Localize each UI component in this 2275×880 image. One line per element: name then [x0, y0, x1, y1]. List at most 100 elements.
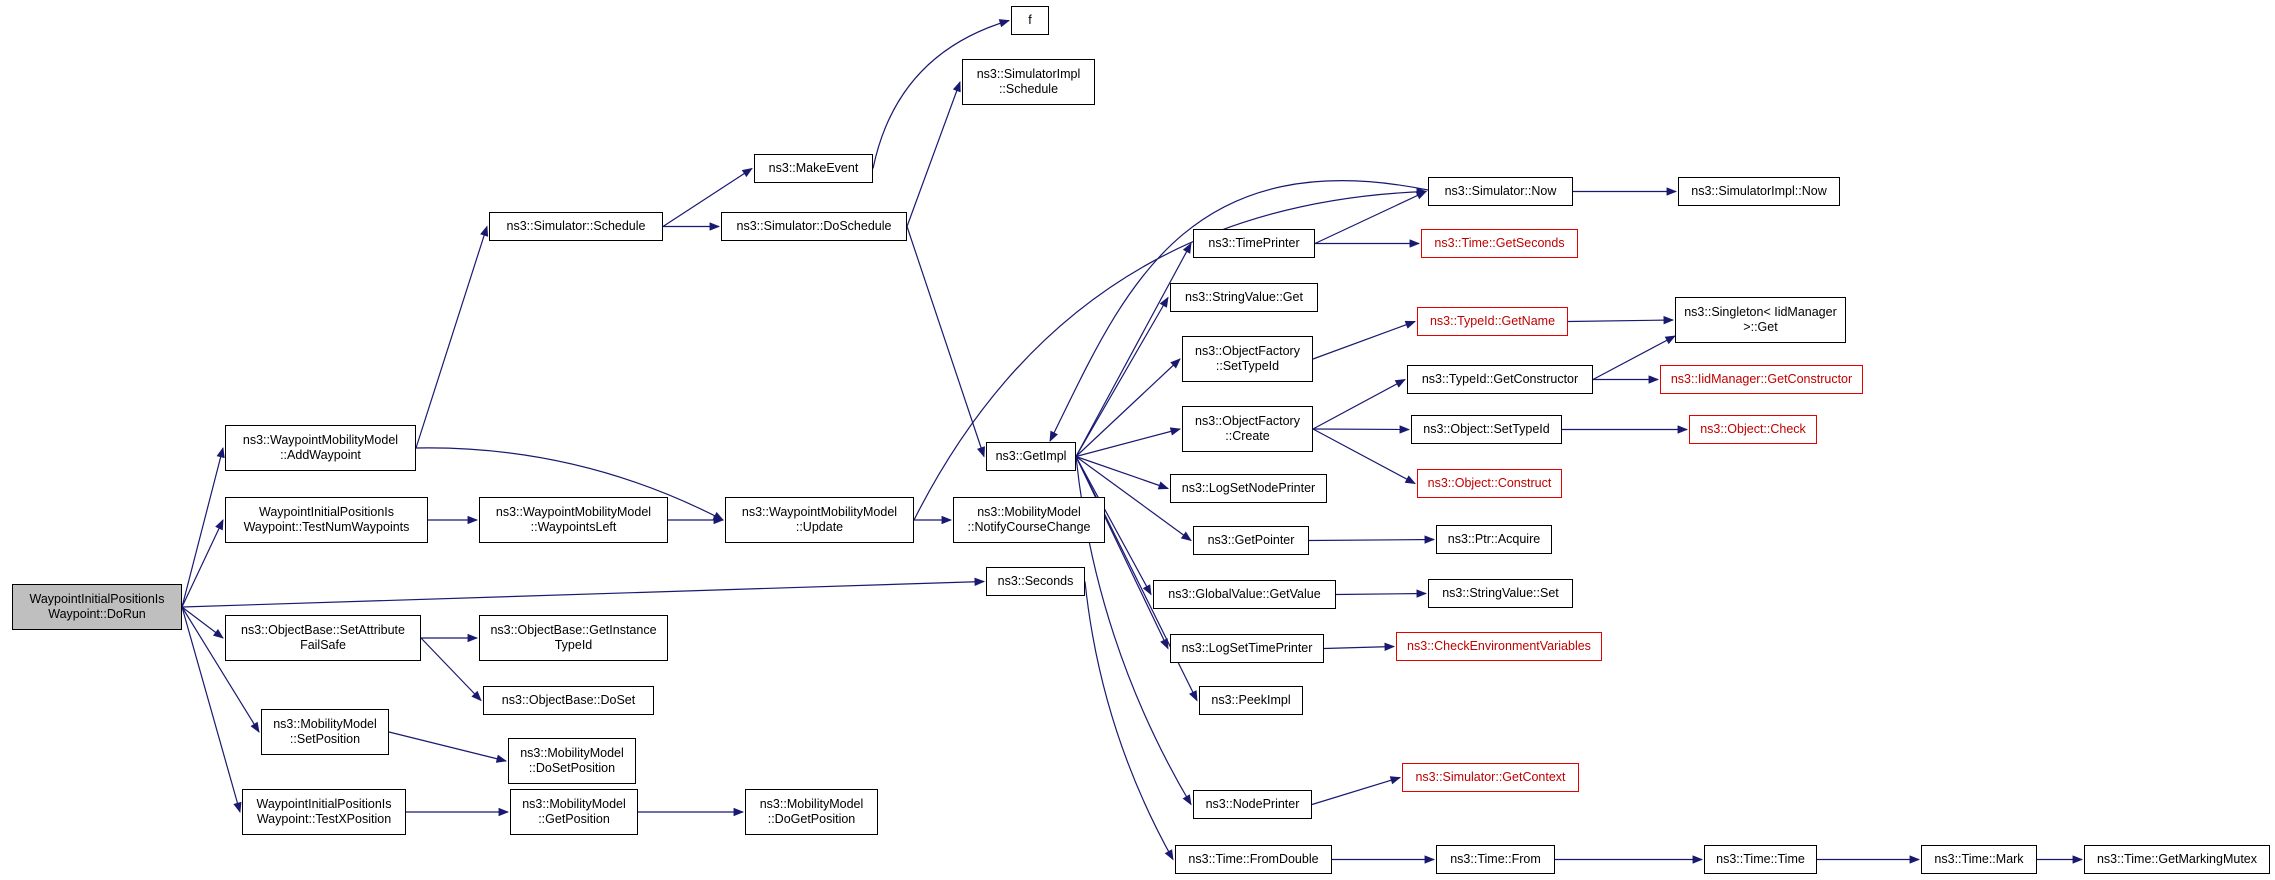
graph-node-time_time[interactable]: ns3::Time::Time [1704, 845, 1817, 874]
graph-node-factory_settypeid[interactable]: ns3::ObjectFactory::SetTypeId [1182, 336, 1313, 382]
graph-node-getimpl[interactable]: ns3::GetImpl [986, 442, 1076, 471]
graph-node-object_settypeid[interactable]: ns3::Object::SetTypeId [1411, 415, 1562, 444]
node-label: ::SetTypeId [1215, 359, 1280, 373]
graph-node-simimpl_now[interactable]: ns3::SimulatorImpl::Now [1678, 177, 1840, 206]
graph-node-doschedule[interactable]: ns3::Simulator::DoSchedule [721, 212, 907, 241]
graph-node-stringvalue_set[interactable]: ns3::StringValue::Set [1428, 579, 1573, 608]
graph-node-ptr_acquire[interactable]: ns3::Ptr::Acquire [1436, 525, 1552, 554]
call-edge-getimpl-to-stringvalue_get [1075, 296, 1169, 457]
graph-node-nodeprinter[interactable]: ns3::NodePrinter [1193, 790, 1312, 819]
node-label: ns3::MobilityModel [977, 504, 1081, 519]
call-edge-setattributefailsafe-to-doset [420, 637, 482, 702]
call-edge-getimpl-to-globalvalue_getvalue [1075, 456, 1152, 596]
node-label: ::GetPosition [538, 812, 610, 826]
node-label: ns3::TypeId::GetName [1429, 313, 1556, 328]
graph-node-getmarkingmutex[interactable]: ns3::Time::GetMarkingMutex [2084, 845, 2270, 874]
node-label: ns3::ObjectFactory [1195, 343, 1300, 358]
graph-node-getpointer[interactable]: ns3::GetPointer [1193, 526, 1309, 555]
node-label: ns3::Time::GetMarkingMutex [2096, 851, 2257, 866]
node-label: ns3::Seconds [997, 573, 1074, 588]
call-edge-doschedule-to-getimpl [906, 226, 985, 458]
graph-node-object_construct[interactable]: ns3::Object::Construct [1417, 469, 1562, 498]
node-label: ns3::Time::Time [1716, 851, 1805, 866]
call-edge-factory_create-to-object_construct [1312, 428, 1416, 485]
call-edge-factory_create-to-object_settypeid [1312, 425, 1411, 434]
graph-node-dosetposition[interactable]: ns3::MobilityModel::DoSetPosition [508, 738, 636, 784]
graph-node-getposition[interactable]: ns3::MobilityModel::GetPosition [510, 789, 638, 835]
graph-node-makeevent[interactable]: ns3::MakeEvent [754, 154, 873, 183]
graph-node-peekimpl[interactable]: ns3::PeekImpl [1199, 686, 1303, 715]
graph-node-seconds[interactable]: ns3::Seconds [986, 567, 1085, 596]
graph-node-stringvalue_get[interactable]: ns3::StringValue::Get [1170, 283, 1318, 312]
call-edge-factory_settypeid-to-typeid_getname [1312, 320, 1416, 360]
graph-node-logsettimeprinter[interactable]: ns3::LogSetTimePrinter [1170, 634, 1324, 663]
graph-node-addwaypoint[interactable]: ns3::WaypointMobilityModel::AddWaypoint [225, 425, 416, 471]
node-label: ns3::Simulator::GetContext [1415, 769, 1566, 784]
graph-node-time_from[interactable]: ns3::Time::From [1436, 845, 1555, 874]
call-edge-update-to-now [913, 187, 1428, 521]
node-label: ::NotifyCourseChange [967, 520, 1091, 534]
graph-node-update[interactable]: ns3::WaypointMobilityModel::Update [725, 497, 914, 543]
node-label: ns3::Time::FromDouble [1188, 851, 1319, 866]
graph-node-singleton_get[interactable]: ns3::Singleton< IidManager>::Get [1675, 297, 1846, 343]
call-edge-dorun-to-setposition [181, 606, 260, 733]
node-label: ns3::SimulatorImpl::Now [1691, 183, 1827, 198]
graph-node-typeid_getconstructor[interactable]: ns3::TypeId::GetConstructor [1407, 365, 1593, 394]
node-label: ns3::Simulator::Schedule [506, 218, 646, 233]
node-label: ns3::ObjectBase::DoSet [501, 692, 636, 707]
call-edge-getimpl-to-factory_settypeid [1075, 358, 1181, 457]
node-label: ::WaypointsLeft [530, 520, 617, 534]
graph-node-typeid_getname[interactable]: ns3::TypeId::GetName [1417, 307, 1568, 336]
graph-node-schedule[interactable]: ns3::Simulator::Schedule [489, 212, 663, 241]
node-label: ::Create [1225, 429, 1270, 443]
call-edge-getimpl-to-timeprinter [1075, 242, 1192, 457]
call-edge-typeid_getconstructor-to-singleton_get [1592, 335, 1676, 381]
node-label: ::Update [795, 520, 844, 534]
graph-node-getcontext[interactable]: ns3::Simulator::GetContext [1402, 763, 1579, 792]
node-label: TypeId [554, 638, 593, 652]
node-label: ns3::GetImpl [995, 448, 1067, 463]
graph-node-fromdouble[interactable]: ns3::Time::FromDouble [1175, 845, 1332, 874]
graph-node-getseconds[interactable]: ns3::Time::GetSeconds [1421, 229, 1578, 258]
graph-node-logsetnodeprinter[interactable]: ns3::LogSetNodePrinter [1170, 474, 1327, 503]
call-edge-doschedule-to-simimpl_schedule [906, 81, 961, 227]
node-label: Waypoint::TestXPosition [256, 812, 392, 826]
node-label: f [1028, 12, 1032, 27]
node-label: WaypointInitialPositionIs [256, 796, 392, 811]
graph-node-now[interactable]: ns3::Simulator::Now [1428, 177, 1573, 206]
call-edge-getimpl-to-factory_create [1075, 427, 1182, 458]
node-label: ns3::WaypointMobilityModel [242, 432, 399, 447]
graph-node-timeprinter[interactable]: ns3::TimePrinter [1193, 229, 1315, 258]
node-label: Waypoint::TestNumWaypoints [243, 520, 410, 534]
graph-node-object_check[interactable]: ns3::Object::Check [1689, 415, 1817, 444]
node-label: ns3::Simulator::Now [1444, 183, 1557, 198]
node-label: ::DoGetPosition [767, 812, 856, 826]
call-edge-getpointer-to-ptr_acquire [1308, 535, 1436, 544]
graph-node-simimpl_schedule[interactable]: ns3::SimulatorImpl::Schedule [962, 59, 1095, 105]
node-label: Waypoint::DoRun [48, 607, 146, 621]
graph-node-setposition[interactable]: ns3::MobilityModel::SetPosition [261, 709, 389, 755]
graph-node-checkenv[interactable]: ns3::CheckEnvironmentVariables [1396, 632, 1602, 661]
graph-node-notifycoursechange[interactable]: ns3::MobilityModel::NotifyCourseChange [953, 497, 1105, 543]
node-label: ns3::Ptr::Acquire [1447, 531, 1541, 546]
graph-node-time_mark[interactable]: ns3::Time::Mark [1921, 845, 2037, 874]
node-label: ::SetPosition [289, 732, 361, 746]
node-label: ns3::TimePrinter [1208, 235, 1300, 250]
graph-node-dogetposition[interactable]: ns3::MobilityModel::DoGetPosition [745, 789, 878, 835]
node-label: ns3::ObjectBase::SetAttribute [241, 622, 405, 637]
graph-node-doset[interactable]: ns3::ObjectBase::DoSet [483, 686, 654, 715]
graph-node-f[interactable]: f [1011, 6, 1049, 35]
node-label: ns3::IidManager::GetConstructor [1670, 371, 1853, 386]
node-label: ns3::TypeId::GetConstructor [1421, 371, 1579, 386]
graph-node-waypointsleft[interactable]: ns3::WaypointMobilityModel::WaypointsLef… [479, 497, 668, 543]
graph-node-globalvalue_getvalue[interactable]: ns3::GlobalValue::GetValue [1153, 580, 1336, 609]
graph-node-iid_getconstructor[interactable]: ns3::IidManager::GetConstructor [1660, 365, 1863, 394]
node-label: ns3::GetPointer [1207, 532, 1295, 547]
graph-node-factory_create[interactable]: ns3::ObjectFactory::Create [1182, 406, 1313, 452]
node-label: ns3::MakeEvent [768, 160, 859, 175]
